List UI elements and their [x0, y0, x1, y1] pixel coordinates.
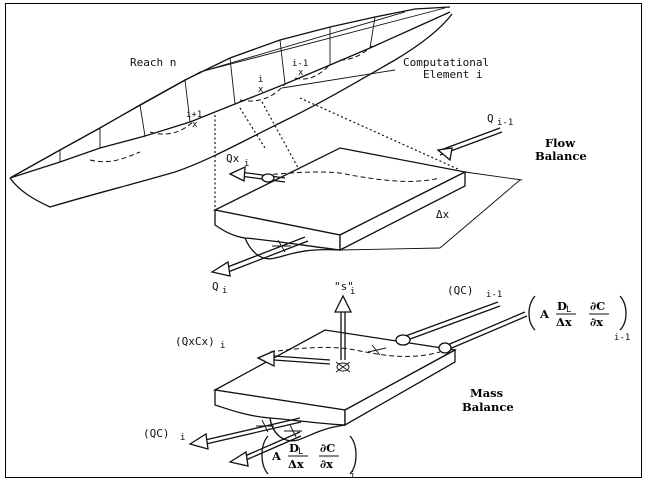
q-i-minus-1-label: Q [487, 112, 494, 125]
qc-i-minus-1-sub: i-1 [486, 290, 502, 300]
diagram-frame [5, 3, 642, 478]
delta-x-extension-top [464, 171, 523, 181]
computational-element-label-line2: Element i [423, 68, 483, 81]
dispersion-top-sub: i-1 [614, 333, 630, 343]
qxcx-i-sub: i [220, 341, 225, 351]
flow-balance-element [213, 147, 467, 260]
qc-i-label: (QC) [143, 427, 170, 440]
flow-balance-label-line2: Balance [535, 149, 587, 163]
q-i-minus-1-sub: i-1 [497, 118, 513, 128]
element-i-label: i [258, 75, 263, 85]
computational-element-label-line1: Computational [403, 56, 489, 69]
qxcx-i-label: (QxCx) [175, 335, 215, 348]
dispersion-bottom-DL-sub: L [298, 447, 303, 457]
dispersion-top-DL: D [557, 299, 567, 313]
qx-i-label: Qx [226, 152, 240, 165]
computational-element-leader [281, 69, 396, 89]
qc-i-minus-1-arrow [367, 301, 501, 356]
q-i-sub: i [222, 286, 227, 296]
dispersion-top-dx2: ∂x [590, 315, 603, 329]
q-i-minus-1-arrow [436, 127, 503, 162]
delta-x-extension-bottom [339, 247, 441, 251]
element-i-minus-1-x: x [298, 68, 304, 78]
dispersion-bottom-DL: D [289, 441, 299, 455]
reach-label: Reach n [130, 56, 176, 69]
dispersion-top-A: A [539, 307, 550, 321]
qc-i-arrow [188, 417, 302, 450]
element-i-minus-1-label: i-1 [292, 59, 308, 69]
element-i-x: x [258, 85, 264, 95]
q-i-label: Q [212, 280, 219, 293]
delta-x-label: Δx [436, 208, 450, 221]
qc-i-minus-1-label: (QC) [447, 284, 474, 297]
dispersion-top-DL-sub: L [566, 305, 571, 315]
source-s-arrow [333, 294, 353, 373]
source-s-label: "s" [334, 280, 354, 293]
flow-balance-label-line1: Flow [545, 136, 576, 150]
projection-line-back [239, 107, 266, 149]
qc-i-sub: i [180, 433, 185, 443]
element-i-plus-1-x: x [192, 120, 198, 130]
dispersion-bottom-dC: ∂C [320, 441, 335, 455]
dispersion-bottom-formula: A D L Δx ∂C ∂x i [261, 435, 357, 481]
source-s-sub: i [350, 287, 355, 297]
projection-line-center [261, 101, 343, 249]
mass-balance-element [213, 329, 457, 442]
river-reach [9, 6, 453, 208]
dispersion-top-dC: ∂C [590, 299, 605, 313]
dispersion-top-arrow [438, 311, 528, 354]
qxcx-i-arrow [256, 350, 331, 368]
dispersion-top-dx: Δx [556, 315, 572, 329]
mass-balance-label-line2: Balance [462, 400, 514, 414]
qx-i-arrow [228, 165, 286, 183]
dispersion-bottom-arrow [228, 424, 302, 467]
dispersion-bottom-dx: Δx [288, 457, 304, 471]
dispersion-bottom-A: A [271, 449, 282, 463]
dispersion-bottom-sub: i [350, 471, 355, 481]
dispersion-top-formula: A D L Δx ∂C ∂x i-1 [528, 295, 630, 343]
qx-i-sub: i [244, 159, 249, 169]
delta-x-dimension-line [439, 179, 521, 249]
dispersion-bottom-dx2: ∂x [320, 457, 333, 471]
q-i-arrow [210, 236, 309, 277]
element-i-plus-1-label: i+1 [186, 110, 202, 120]
mass-balance-label-line1: Mass [470, 386, 503, 400]
